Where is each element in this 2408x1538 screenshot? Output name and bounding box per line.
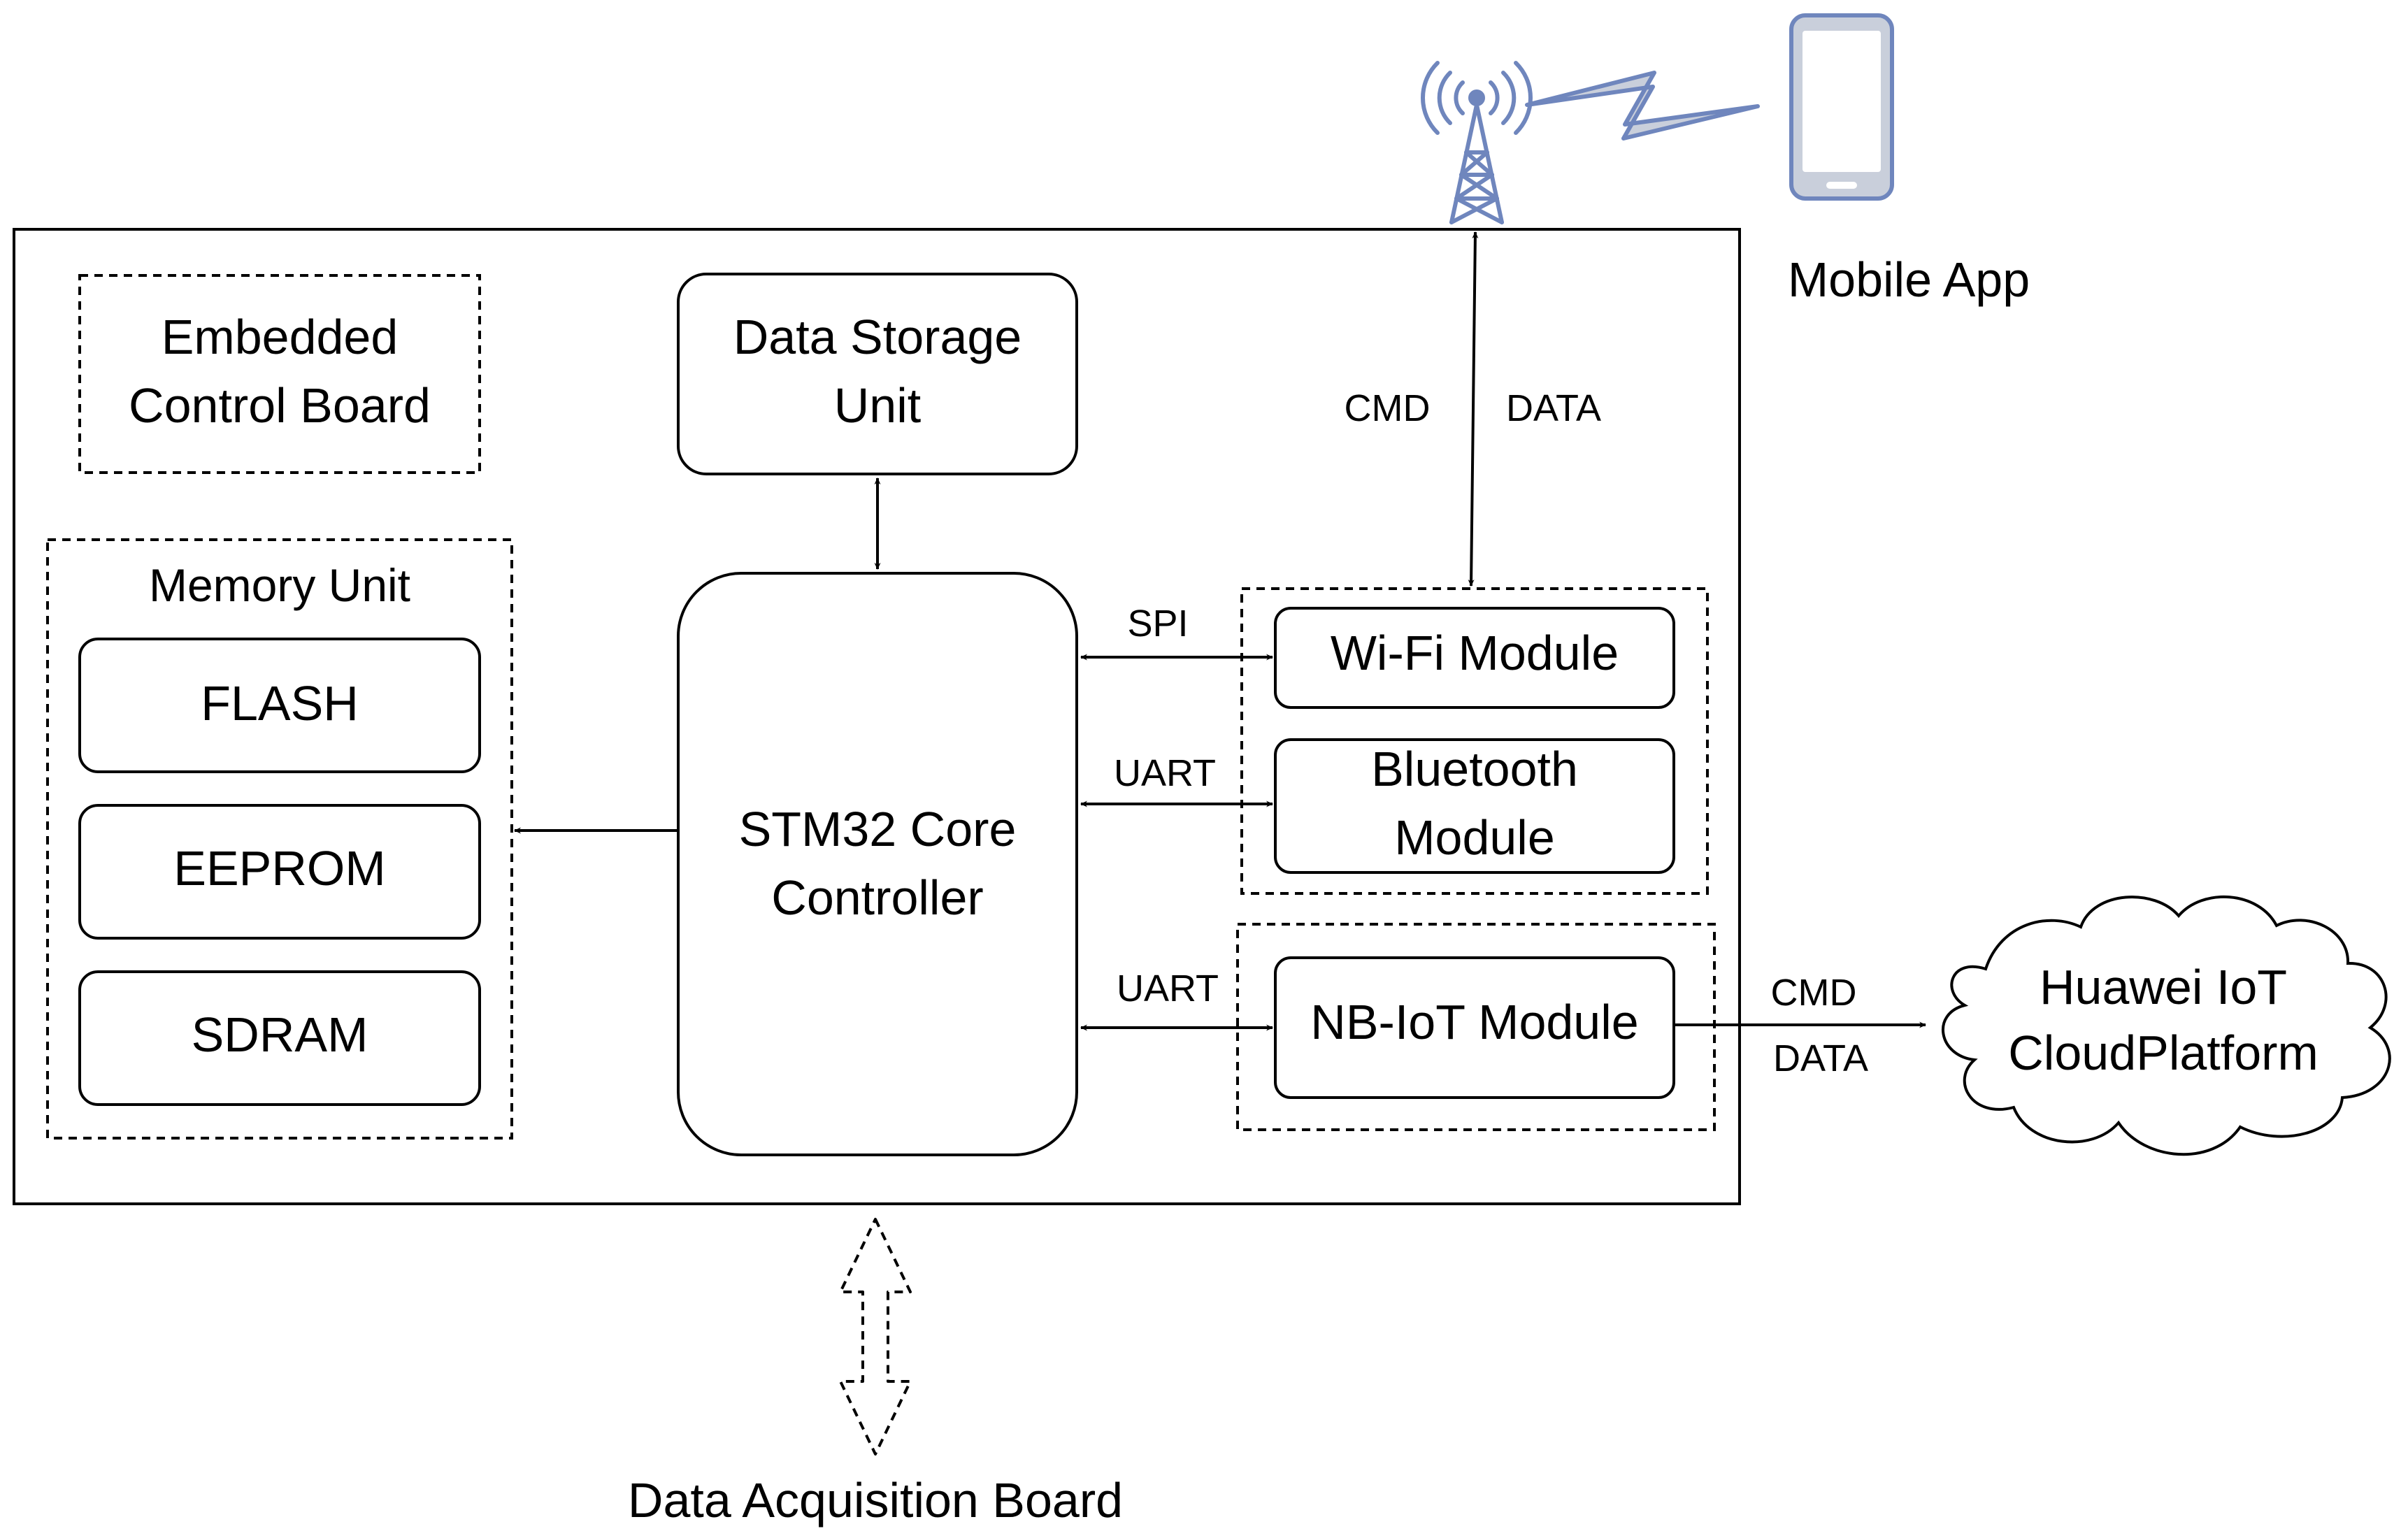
- tower-wifi-arrow: [1468, 231, 1479, 587]
- data-acquisition-board-label: Data Acquisition Board: [628, 1473, 1123, 1528]
- nbiot-module: NB-IoT Module: [1274, 956, 1675, 1099]
- uart-nbiot-label: UART: [1117, 968, 1219, 1009]
- cloud-line2: CloudPlatform: [2008, 1026, 2319, 1080]
- flash-label: FLASH: [201, 676, 359, 731]
- nbiot-module-label: NB-IoT Module: [1310, 995, 1638, 1049]
- memory-unit-title: Memory Unit: [149, 559, 410, 611]
- spi-label: SPI: [1127, 603, 1188, 645]
- app-data-label: DATA: [1506, 387, 1601, 429]
- cloud-cmd-label: CMD: [1771, 972, 1857, 1014]
- wifi-module-label: Wi-Fi Module: [1331, 626, 1619, 680]
- memory-unit: Memory Unit FLASH EEPROM SDRAM: [46, 538, 513, 1140]
- data-storage-line1: Data Storage: [733, 310, 1022, 364]
- embedded-control-board-title-box: Embedded Control Board: [78, 274, 481, 474]
- core-line2: Controller: [771, 870, 983, 925]
- bluetooth-module: Bluetooth Module: [1274, 738, 1675, 874]
- embedded-control-board-frame: [13, 228, 1741, 1205]
- wireless-signal-bolt-icon: [1525, 71, 1760, 141]
- wireless-modules-group: [1240, 587, 1709, 895]
- data-storage-line2: Unit: [834, 378, 921, 433]
- app-cmd-label: CMD: [1345, 387, 1431, 429]
- wifi-module: Wi-Fi Module: [1274, 607, 1675, 709]
- mobile-phone-icon: [1789, 13, 1894, 201]
- huawei-cloud-shape: [1942, 895, 2391, 1156]
- bluetooth-line1: Bluetooth: [1371, 742, 1578, 796]
- antenna-tower-icon: [1420, 61, 1533, 224]
- sdram-label: SDRAM: [192, 1007, 368, 1062]
- embedded-control-board-title-line1: Embedded: [162, 310, 399, 364]
- embedded-control-board-title-line2: Control Board: [129, 378, 431, 433]
- core-line1: STM32 Core: [739, 802, 1017, 856]
- eeprom-label: EEPROM: [173, 841, 385, 896]
- eeprom-box: [78, 804, 481, 940]
- cloud-line1: Huawei IoT: [2040, 960, 2287, 1014]
- mobile-app-label: Mobile App: [1788, 252, 2030, 307]
- bluetooth-line2: Module: [1394, 810, 1555, 865]
- cloud-data-label: DATA: [1773, 1037, 1868, 1079]
- uart-bluetooth-label: UART: [1114, 752, 1216, 794]
- nbiot-module-group: [1236, 923, 1716, 1131]
- stm32-core-controller: STM32 Core Controller: [677, 572, 1078, 1156]
- acquisition-board-double-arrow: [839, 1218, 912, 1456]
- flash-box: [78, 638, 481, 773]
- sdram-box: [78, 970, 481, 1106]
- data-storage-unit: Data Storage Unit: [677, 273, 1078, 475]
